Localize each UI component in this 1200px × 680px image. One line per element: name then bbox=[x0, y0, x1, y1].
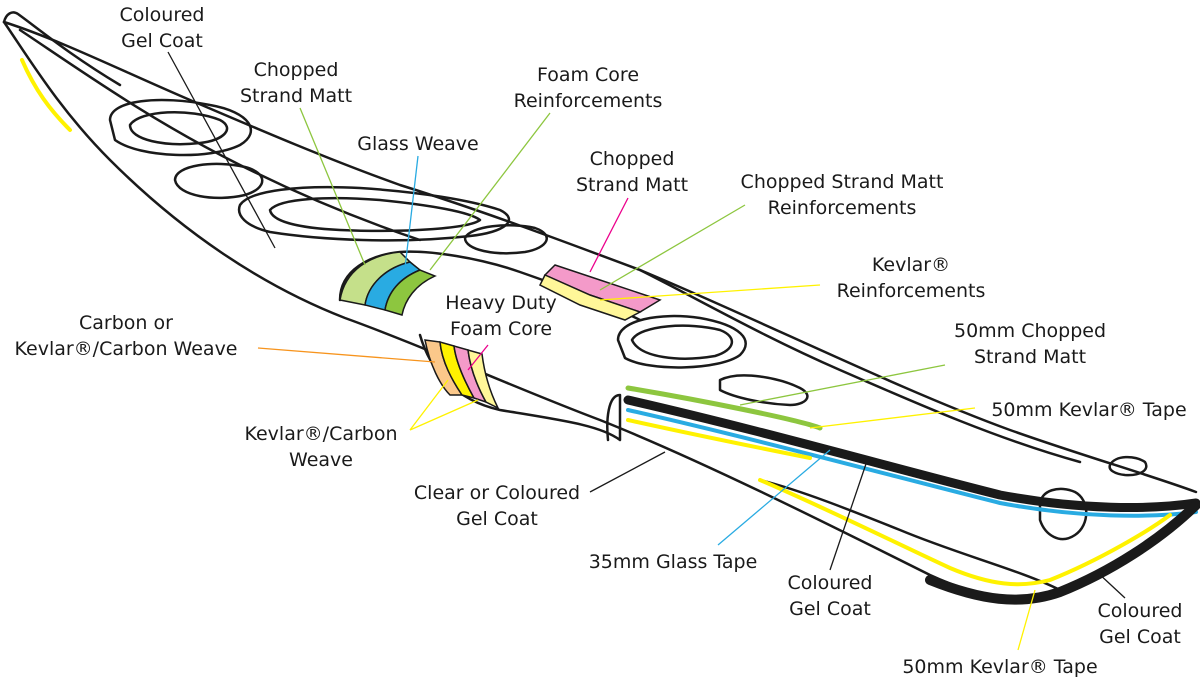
hatch-front-inner bbox=[128, 110, 229, 146]
leader-gel-stern bbox=[1096, 571, 1126, 599]
leader-kc-weave-2 bbox=[409, 399, 479, 431]
stern-curve bbox=[758, 478, 1062, 592]
leader-gel-coat-top bbox=[167, 51, 276, 249]
strip-black-stern bbox=[623, 395, 1200, 513]
leader-50-chopped bbox=[739, 364, 946, 406]
leader-carbon bbox=[257, 347, 436, 363]
leader-50-kevlar-a bbox=[809, 407, 976, 429]
label-kevlar-reinforcements: Kevlar®Reinforcements bbox=[836, 254, 986, 302]
band-green-cockpit bbox=[384, 269, 437, 316]
strip-bow-yellow bbox=[20, 58, 72, 132]
leader-clear-gel bbox=[589, 451, 666, 493]
strip-chopped-stern bbox=[625, 385, 823, 431]
label-35mm-glass-tape: 35mm Glass Tape bbox=[588, 551, 758, 573]
leader-heavy-foam bbox=[467, 344, 489, 371]
leader-glass-weave bbox=[404, 155, 419, 269]
label-glass-weave: Glass Weave bbox=[357, 133, 479, 155]
skeg-box bbox=[718, 374, 809, 407]
strip-kevlar-stern bbox=[626, 418, 812, 460]
leader-50-kevlar-b bbox=[1017, 589, 1036, 651]
label-50mm-kevlar-tape-b: 50mm Kevlar® Tape bbox=[902, 656, 1098, 678]
leader-foam-core bbox=[429, 112, 551, 271]
strip-glass-stern bbox=[626, 408, 1198, 518]
leader-kc-weave-1 bbox=[409, 379, 449, 431]
cockpit-rim bbox=[237, 185, 511, 242]
deck-line-2 bbox=[638, 268, 1082, 464]
label-50mm-kevlar-tape-a: 50mm Kevlar® Tape bbox=[991, 399, 1187, 421]
hatch-day bbox=[173, 162, 264, 200]
leader-gel-keel bbox=[829, 457, 869, 571]
leader-csm-reinf bbox=[599, 204, 746, 291]
bow-tip bbox=[2, 11, 122, 87]
leader-chopped-top bbox=[299, 107, 366, 266]
strip-keel-black bbox=[925, 500, 1200, 605]
inner-deck-line bbox=[18, 28, 422, 242]
cockpit-inner bbox=[268, 196, 482, 233]
leader-35-glass bbox=[717, 449, 831, 546]
leader-kevlar-reinf bbox=[599, 284, 821, 301]
toggle-stern bbox=[1108, 455, 1148, 477]
hatch-rear-day bbox=[463, 224, 548, 255]
band-yellow-deck bbox=[538, 274, 642, 321]
hatch-rear-inner bbox=[630, 324, 733, 360]
hatch-rear bbox=[616, 314, 747, 369]
leader-chopped-mid bbox=[589, 197, 629, 273]
hatch-front bbox=[108, 98, 253, 157]
deck-edge bbox=[2, 20, 1198, 494]
